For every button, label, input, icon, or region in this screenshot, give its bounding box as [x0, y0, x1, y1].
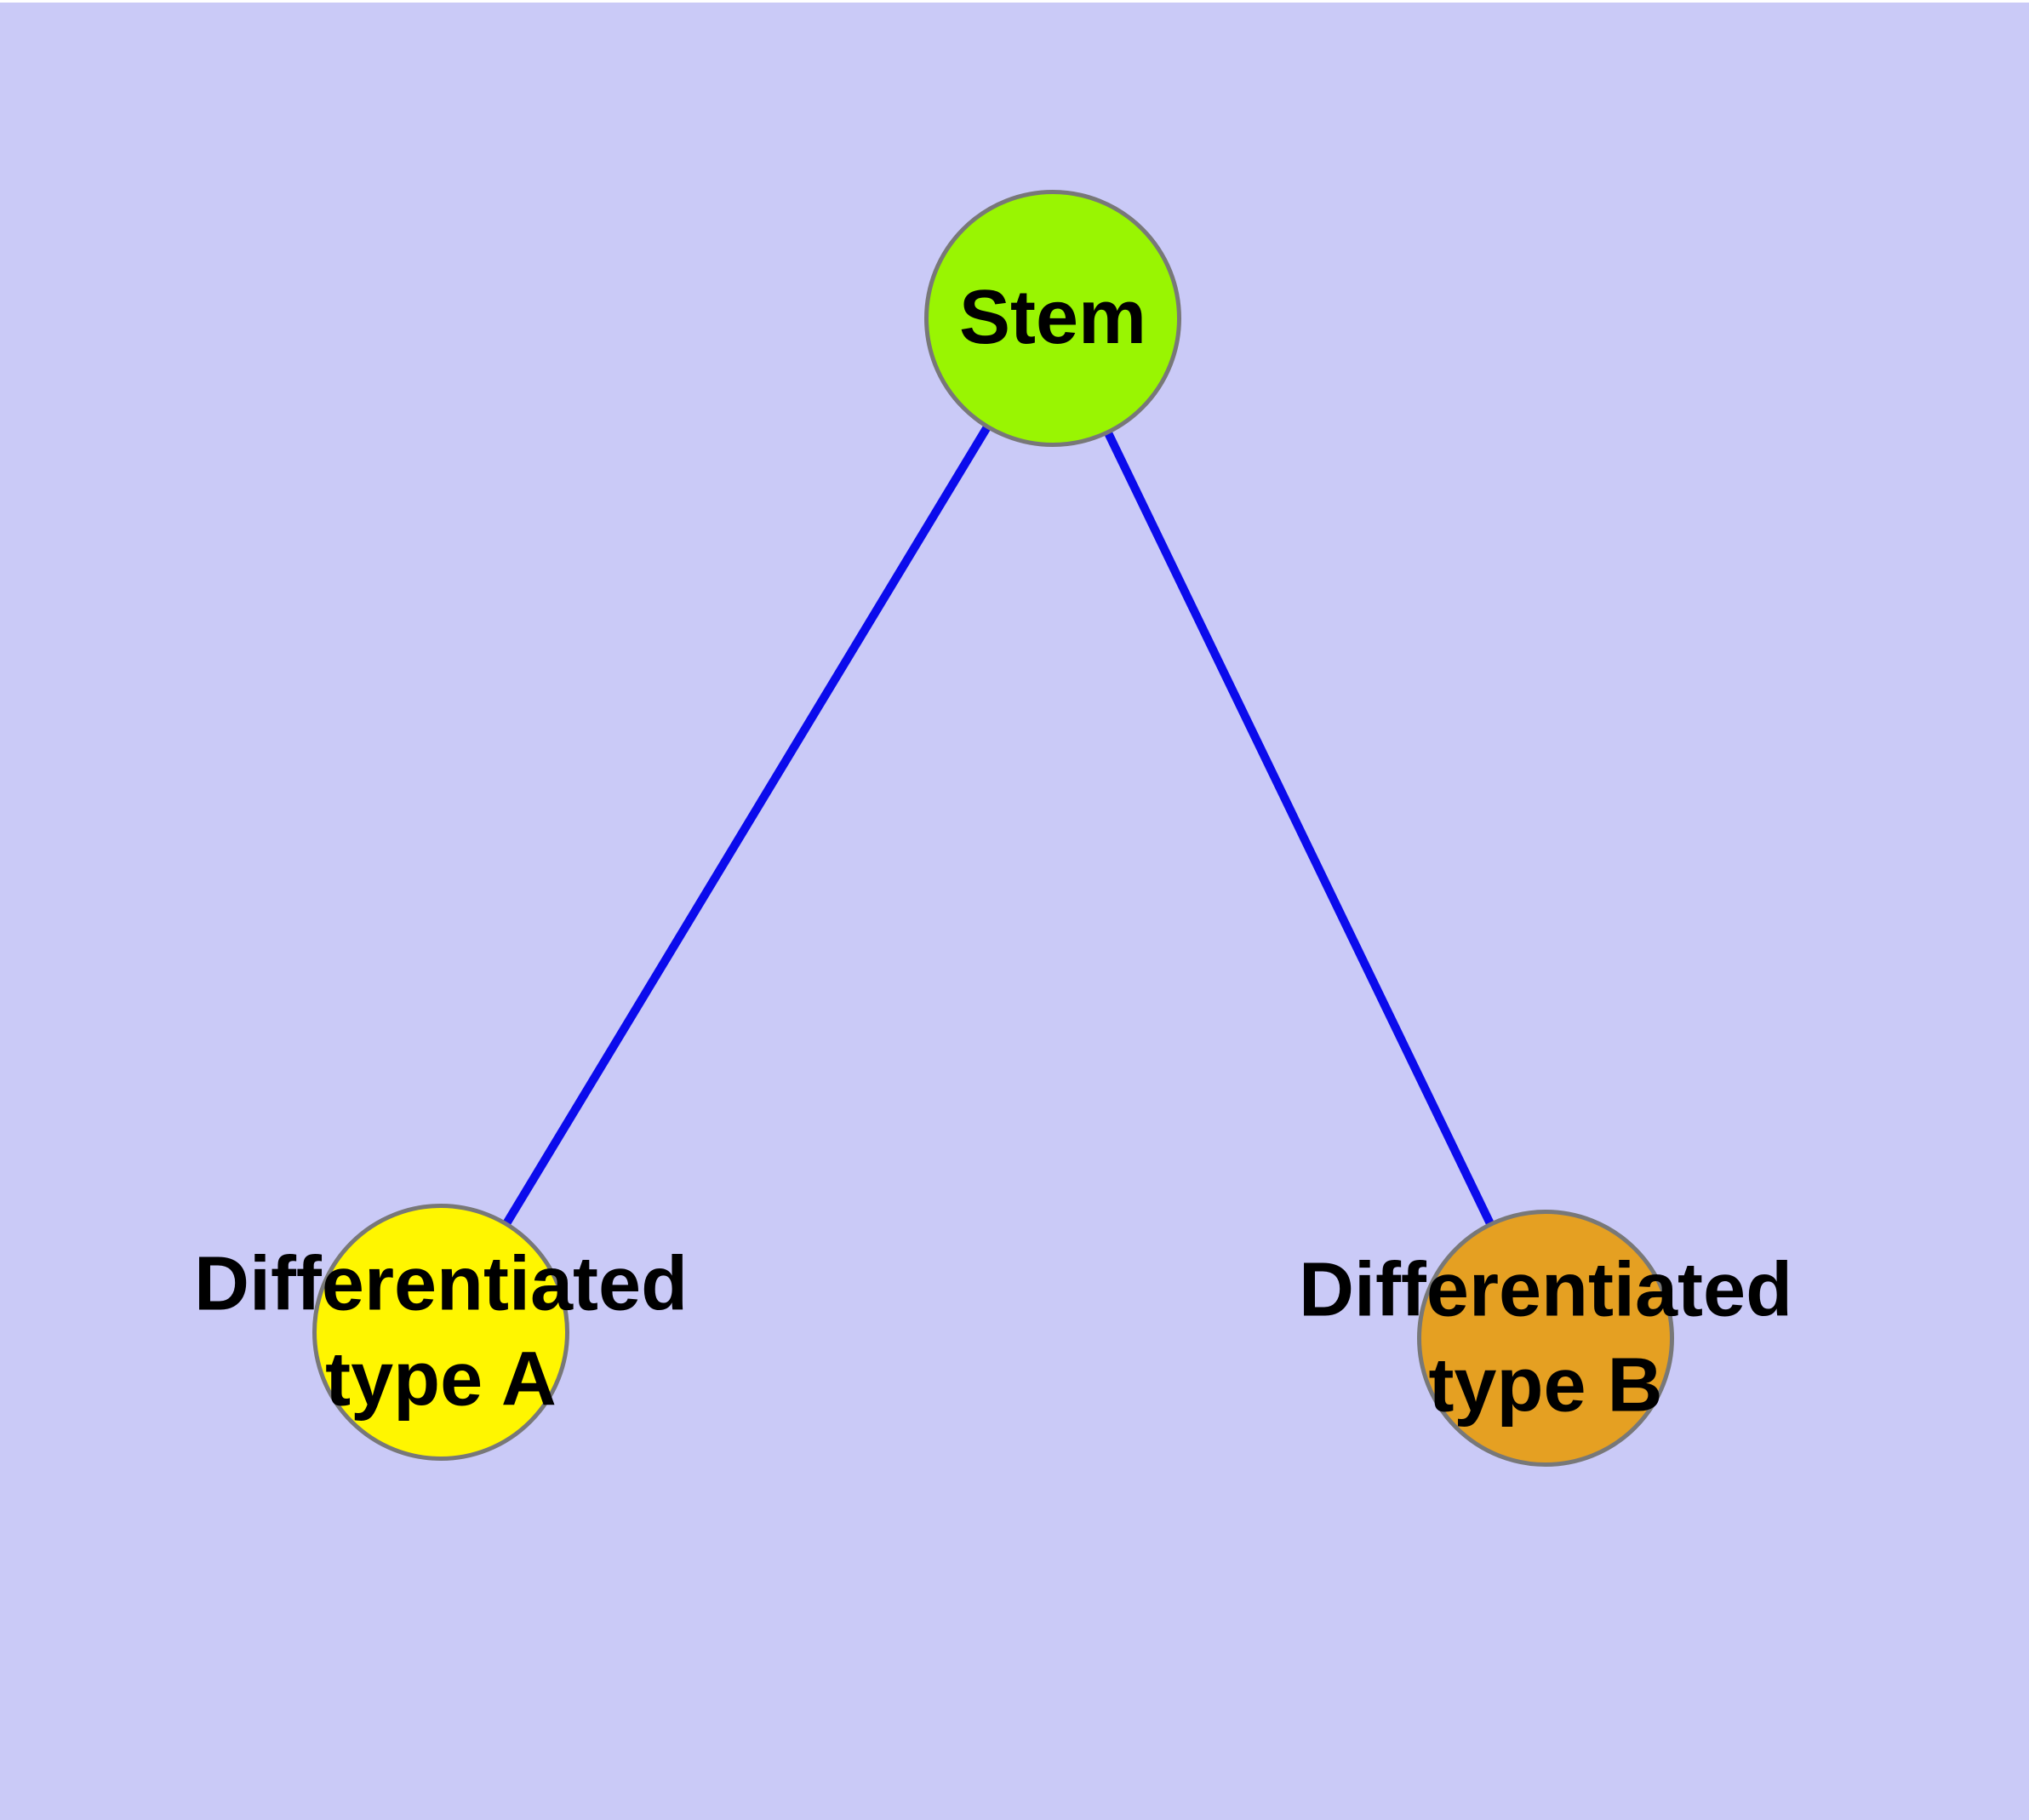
node-differentiated-type-b[interactable]	[1417, 1210, 1674, 1467]
edge-stem-to-type-b	[1049, 316, 1550, 1341]
edge-stem-to-type-a	[437, 316, 1057, 1335]
page-top-margin	[0, 0, 2029, 3]
node-differentiated-type-a[interactable]	[312, 1204, 569, 1461]
node-stem[interactable]	[924, 190, 1181, 447]
